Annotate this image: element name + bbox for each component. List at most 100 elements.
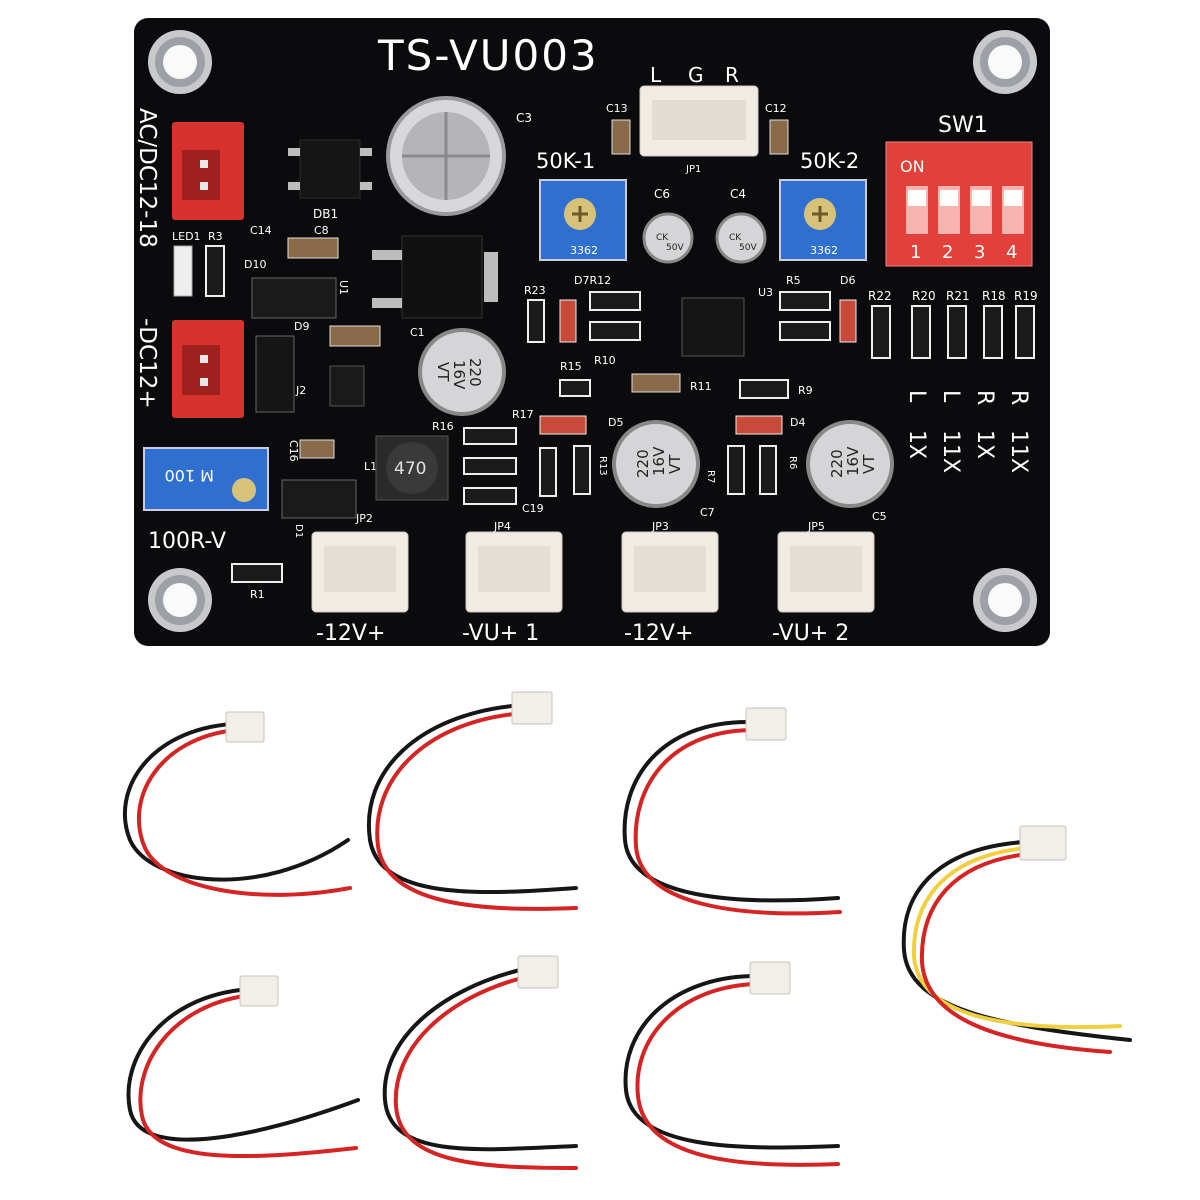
diode-d6 <box>839 299 857 343</box>
svg-text:CK: CK <box>656 233 669 243</box>
svg-text:16V: 16V <box>844 446 862 476</box>
refdes-d9: D9 <box>294 320 309 333</box>
cable-2pin-1 <box>123 711 352 897</box>
dip-number-3: 3 <box>974 242 985 263</box>
refdes-r21: R21 <box>946 289 970 303</box>
audio-input-header <box>639 85 759 157</box>
refdes-r18: R18 <box>982 289 1006 303</box>
dip-number-4: 4 <box>1006 242 1017 263</box>
refdes-r1: R1 <box>250 588 265 601</box>
op-amp <box>681 297 745 357</box>
refdes-c12: C12 <box>765 102 787 115</box>
svg-text:50V: 50V <box>666 243 684 253</box>
dip-number-2: 2 <box>942 242 953 263</box>
capacitor-c6: CK 50V <box>642 212 694 264</box>
cable-2pin-6 <box>623 961 840 1167</box>
output-label-1: -12V+ <box>316 621 385 646</box>
refdes-c7: C7 <box>700 506 715 519</box>
header-label-l: L <box>650 63 662 87</box>
svg-text:CK: CK <box>729 233 742 243</box>
diode-d1 <box>281 479 357 519</box>
svg-text:16V: 16V <box>650 446 668 476</box>
inductor-value: 470 <box>394 459 426 479</box>
refdes-l1: L1 <box>364 460 377 473</box>
resistor-group-center <box>463 427 777 505</box>
refdes-d4: D4 <box>790 416 805 429</box>
refdes-r5: R5 <box>786 274 801 287</box>
resistor-r1 <box>231 563 283 583</box>
cable-2pin-2 <box>366 691 578 911</box>
refdes-c13: C13 <box>606 102 628 115</box>
refdes-r9: R9 <box>798 384 813 397</box>
mounting-hole <box>973 568 1037 632</box>
output-label-2: -VU+ 1 <box>462 621 539 646</box>
pot-code-right: 3362 <box>810 244 838 257</box>
refdes-r23: R23 <box>524 284 546 297</box>
resistor <box>739 379 789 399</box>
mounting-hole <box>148 30 212 94</box>
refdes-db1: DB1 <box>313 207 338 221</box>
diode-d5 <box>539 415 587 435</box>
svg-text:VT: VT <box>860 454 878 474</box>
refdes-c3: C3 <box>516 111 532 125</box>
capacitor-c1: 220 16V VT <box>418 328 506 416</box>
diode-d10 <box>251 277 337 319</box>
resistor-group <box>527 291 831 397</box>
pcb-board: TS-VU003 AC/DC12-18 -DC12+ DB1 C3 <box>134 18 1050 646</box>
transistor <box>329 365 365 407</box>
gain-table: R 11X R 1X L 11X L 1X <box>904 390 1031 473</box>
mounting-hole <box>148 568 212 632</box>
refdes-d1: D1 <box>293 524 304 538</box>
cable-3pin <box>901 825 1132 1054</box>
refdes-c4: C4 <box>730 187 746 201</box>
smd-capacitor <box>631 373 681 393</box>
diode-d9 <box>255 335 295 413</box>
refdes-r13: R13 <box>597 456 608 476</box>
gain-row-3-x: 11X <box>938 430 963 473</box>
svg-text:VT: VT <box>434 362 452 382</box>
refdes-c16: C16 <box>287 440 300 462</box>
refdes-c1: C1 <box>410 326 425 339</box>
smd-capacitor <box>611 119 631 155</box>
gain-row-3-ch: L <box>938 390 963 403</box>
gain-row-1-x: 11X <box>1006 430 1031 473</box>
dip-on-label: ON <box>900 157 925 176</box>
smd-capacitor <box>299 439 335 459</box>
refdes-jp4: JP4 <box>493 520 511 533</box>
refdes-r10: R10 <box>594 354 616 367</box>
bridge-rectifier <box>288 139 372 199</box>
input-label-dc: -DC12+ <box>134 318 160 409</box>
output-header-3 <box>621 531 719 613</box>
svg-text:VT: VT <box>666 454 684 474</box>
gain-row-4-ch: L <box>904 390 929 403</box>
header-label-r: R <box>725 63 739 87</box>
power-header-dc <box>172 320 244 418</box>
refdes-j2: J2 <box>295 384 306 397</box>
refdes-r22: R22 <box>868 289 892 303</box>
refdes-jp1: JP1 <box>685 164 701 175</box>
header-label-g: G <box>688 63 704 87</box>
output-header-4 <box>777 531 875 613</box>
refdes-r15: R15 <box>560 360 582 373</box>
dip-number-1: 1 <box>910 242 921 263</box>
refdes-r16: R16 <box>432 420 454 433</box>
refdes-jp3: JP3 <box>651 520 669 533</box>
svg-text:220: 220 <box>466 358 484 387</box>
pot-label-right: 50K-2 <box>800 149 859 173</box>
inductor-l1 <box>375 435 449 501</box>
svg-text:16V: 16V <box>450 360 468 390</box>
refdes-r19: R19 <box>1014 289 1038 303</box>
dip-switch-label: SW1 <box>938 113 988 138</box>
diode-d4 <box>735 415 783 435</box>
trimmer-100r <box>143 447 269 511</box>
cable-2pin-5 <box>382 955 578 1170</box>
refdes-u1: U1 <box>337 280 350 295</box>
refdes-r11: R11 <box>690 380 712 393</box>
gain-row-4-x: 1X <box>904 430 929 459</box>
gain-row-2-ch: R <box>972 390 997 405</box>
refdes-d7r12: D7R12 <box>574 274 611 287</box>
capacitor-c5: 220 16V VT <box>806 420 894 508</box>
diode-d7 <box>559 299 577 343</box>
capacitor-c7: 220 16V VT <box>612 420 700 508</box>
